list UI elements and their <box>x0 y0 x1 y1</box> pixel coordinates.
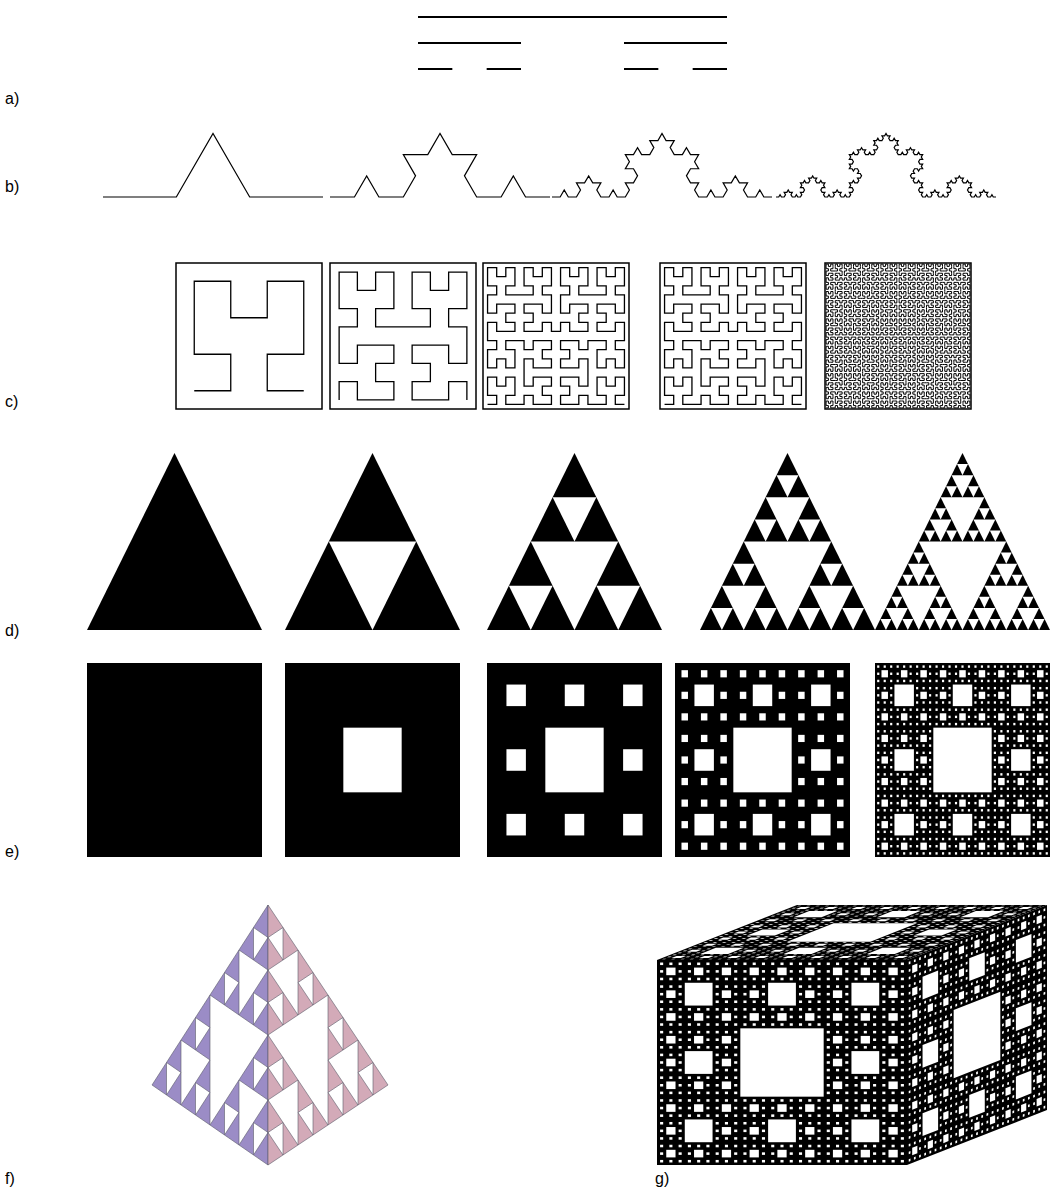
panel-label: b) <box>5 178 19 196</box>
sierpinski-triangles <box>87 453 1050 630</box>
panel-label: e) <box>5 843 19 861</box>
menger-sponge-face <box>657 905 1047 960</box>
panel-label: c) <box>5 393 18 411</box>
panel-label: d) <box>5 622 19 640</box>
panel-label: a) <box>5 90 19 108</box>
sierpinski-carpets <box>87 663 1050 857</box>
cantor-set <box>418 17 727 69</box>
panel-label: f) <box>5 1170 15 1188</box>
menger-sponge-face <box>657 960 907 1165</box>
sierpinski-pyramid <box>152 905 388 1165</box>
koch-curves <box>103 133 996 197</box>
panel-label: g) <box>655 1170 669 1188</box>
hilbert-curves <box>176 263 971 409</box>
